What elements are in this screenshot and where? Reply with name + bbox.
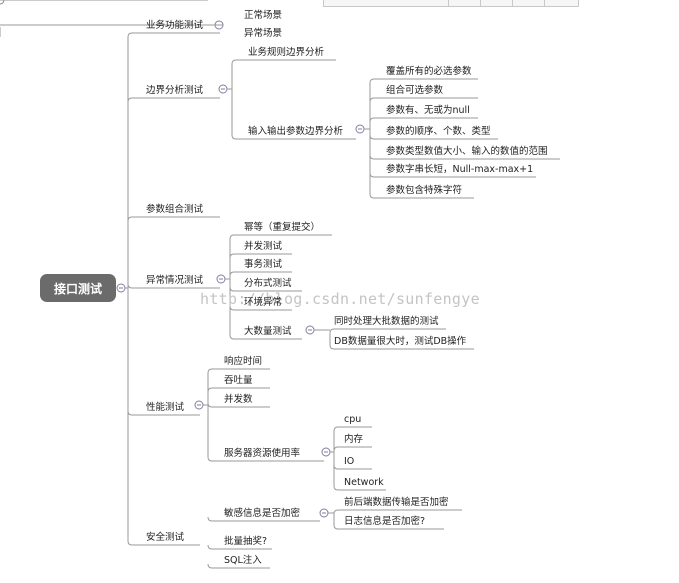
connector-3-5-1 [329, 344, 474, 350]
connector-1 [127, 97, 220, 103]
node-4-3-2[interactable]: IO [344, 456, 355, 467]
node-5-0-0[interactable]: 前后端数据传输是否加密 [344, 497, 449, 508]
connector-4-3-3 [333, 485, 386, 491]
node-4-1[interactable]: 吞吐量 [224, 375, 253, 386]
node-3-2[interactable]: 事务测试 [244, 259, 283, 270]
connector-1-1 [231, 134, 356, 140]
node-1-1-3[interactable]: 参数的顺序、个数、类型 [386, 126, 491, 137]
connector-0 [127, 32, 220, 38]
connector-1-1-1 [369, 97, 478, 103]
node-4-0[interactable]: 响应时间 [224, 356, 263, 367]
node-5-0-1[interactable]: 日志信息是否加密? [344, 516, 426, 527]
connector-4-3-0 [333, 426, 372, 432]
node-0-1[interactable]: 异常场景 [244, 28, 283, 39]
connector-1-1-0 [369, 78, 478, 84]
connector-3-0 [229, 234, 332, 240]
connector-1-1-2 [369, 117, 478, 123]
node-3-5[interactable]: 大数量测试 [244, 326, 292, 337]
node-1-1-1[interactable]: 组合可选参数 [386, 85, 444, 96]
connector-5-0-1 [333, 524, 444, 530]
node-3-1[interactable]: 并发测试 [244, 241, 283, 252]
top-table-fragment [323, 0, 579, 7]
connector-1-1-3 [369, 134, 498, 140]
connector-5-1 [207, 544, 272, 550]
node-2[interactable]: 参数组合测试 [146, 204, 204, 215]
node-3[interactable]: 异常情况测试 [146, 275, 204, 286]
node-4-3-0[interactable]: cpu [344, 414, 362, 425]
connector-4-0 [207, 368, 270, 374]
connector-1-1-6 [369, 193, 474, 199]
connector-3-2 [229, 271, 292, 277]
node-3-5-0[interactable]: 同时处理大批数据的测试 [334, 316, 439, 327]
watermark: http://blog.csdn.net/sunfengye [200, 290, 480, 308]
connector-3-5 [229, 334, 302, 340]
root-node[interactable]: 接口测试 [40, 274, 116, 302]
node-4-2[interactable]: 并发数 [224, 394, 253, 405]
node-1-1-4[interactable]: 参数类型数值大小、输入的数值的范围 [386, 146, 548, 157]
connector-2 [127, 216, 220, 222]
node-0-0[interactable]: 正常场景 [244, 10, 283, 21]
connector-4-1 [207, 387, 270, 393]
node-1-1-0[interactable]: 覆盖所有的必选参数 [386, 66, 472, 77]
connector-3-4 [229, 305, 292, 311]
connector-3-5-0 [329, 328, 446, 334]
connector-4-2 [207, 402, 270, 408]
collapse-5-icon[interactable] [0, 0, 5, 5]
connector-5 [127, 540, 200, 546]
root-label: 接口测试 [53, 281, 102, 296]
node-3-3[interactable]: 分布式测试 [244, 278, 292, 289]
node-5[interactable]: 安全测试 [146, 532, 185, 543]
connector-3-1 [229, 253, 292, 259]
node-4-3[interactable]: 服务器资源使用率 [224, 448, 301, 459]
node-1-1-5[interactable]: 参数字串长短，Null-max-max+1 [386, 164, 534, 175]
connector-5-2 [207, 563, 270, 569]
node-5-2[interactable]: SQL注入 [224, 555, 262, 566]
connector-4 [127, 410, 200, 416]
node-4[interactable]: 性能测试 [146, 402, 185, 413]
node-5-0[interactable]: 敏感信息是否加密 [224, 508, 301, 519]
node-1-1-6[interactable]: 参数包含特殊字符 [386, 185, 463, 196]
node-0[interactable]: 业务功能测试 [146, 20, 204, 31]
connector-3 [127, 283, 220, 289]
connector-3-3 [229, 286, 302, 292]
node-3-0[interactable]: 幂等（重复提交） [244, 222, 321, 233]
node-5-1[interactable]: 批量抽奖? [224, 536, 268, 547]
connector-1-1-5 [369, 172, 536, 178]
connector-4-3-2 [333, 464, 372, 470]
node-4-3-1[interactable]: 内存 [344, 434, 364, 445]
connector-4-3 [207, 456, 324, 462]
node-1-1-2[interactable]: 参数有、无或为null [386, 105, 470, 116]
connector-1-1-4 [369, 154, 560, 160]
connector-5-0-0 [333, 509, 462, 515]
node-4-3-3[interactable]: Network [344, 477, 384, 488]
node-3-4[interactable]: 环境异常 [244, 297, 283, 308]
node-1-0[interactable]: 业务规则边界分析 [248, 47, 325, 58]
node-1-1[interactable]: 输入输出参数边界分析 [248, 126, 344, 137]
connector-1-0 [231, 59, 336, 65]
connector-5-0 [207, 516, 320, 522]
connector-4-3-1 [333, 446, 372, 452]
node-1[interactable]: 边界分析测试 [146, 85, 204, 96]
node-3-5-1[interactable]: DB数据量很大时，测试DB操作 [334, 336, 467, 347]
